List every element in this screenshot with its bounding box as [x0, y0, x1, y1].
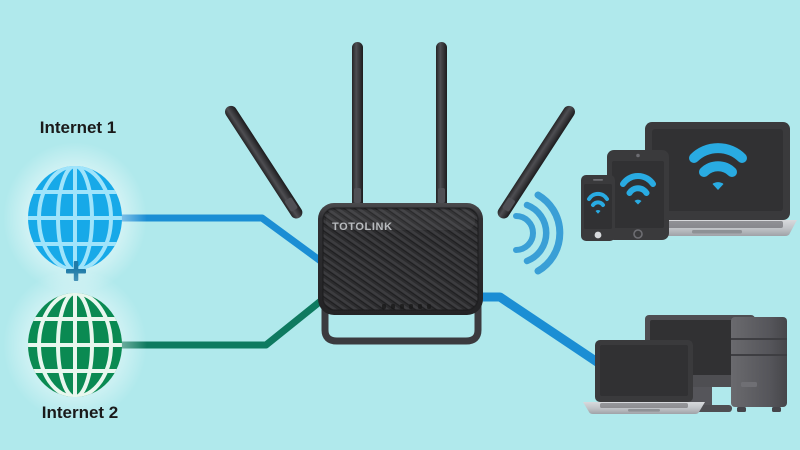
globe-icon — [28, 166, 122, 270]
router-body — [318, 203, 483, 315]
globe-icon — [28, 293, 122, 397]
antenna-left — [225, 105, 303, 219]
router-stand — [321, 296, 482, 345]
wifi-icon — [689, 143, 747, 190]
router[interactable]: TOTOLINK — [223, 42, 578, 345]
antenna-mid-right — [436, 42, 447, 212]
cable-internet-1-to-router — [108, 214, 326, 266]
desktop-tower-device[interactable] — [731, 317, 787, 412]
tablet-device[interactable] — [607, 150, 669, 240]
internet-1-label: Internet 1 — [40, 118, 117, 137]
router-vents — [382, 304, 431, 309]
antenna-right — [497, 105, 575, 219]
router-brand-label: TOTOLINK — [332, 221, 393, 233]
cable-router-to-wired-devices — [471, 292, 605, 369]
smartphone-device[interactable] — [581, 175, 615, 241]
wifi-icon — [587, 191, 609, 214]
internet-2-node[interactable]: Internet 2 — [3, 269, 147, 422]
wifi-icon — [620, 173, 656, 205]
laptop-wireless-device[interactable] — [638, 122, 797, 236]
router-brand-logo: TOTOLINK — [332, 221, 393, 233]
antenna-mid-left — [352, 42, 363, 212]
wired-devices[interactable] — [583, 315, 787, 414]
internet-1-node[interactable]: Internet 1 — [3, 118, 147, 294]
laptop-wired-device[interactable] — [583, 340, 705, 414]
internet-2-label: Internet 2 — [42, 403, 119, 422]
wifi-broadcast-icon — [513, 191, 564, 275]
cable-internet-2-to-router — [108, 296, 326, 349]
wireless-devices[interactable] — [581, 122, 797, 241]
